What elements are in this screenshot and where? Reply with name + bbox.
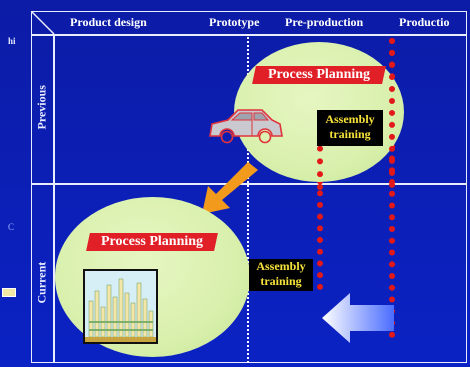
- previous-assembly-training: Assembly training: [317, 110, 383, 146]
- previous-assembly-line1: Assembly: [325, 112, 375, 126]
- column-product-design: Product design: [70, 15, 147, 29]
- column-pre-production: Pre-production: [285, 15, 364, 29]
- current-assembly-line1: Assembly: [256, 259, 306, 273]
- prototype-divider: [247, 34, 249, 363]
- production-divider: [389, 38, 395, 338]
- left-fragment-letter: C: [8, 222, 15, 232]
- current-process-planning: Process Planning: [86, 233, 218, 251]
- column-prototype: Prototype: [209, 15, 260, 29]
- pre-production-divider-overlay: [317, 120, 323, 190]
- row-previous: Previous: [34, 85, 49, 130]
- pre-production-divider: [317, 120, 323, 290]
- arrow-down-left-icon: [202, 162, 258, 214]
- row-header-divider: [53, 34, 55, 363]
- header-diagonal: [31, 11, 55, 35]
- previous-assembly-line2: training: [329, 127, 371, 141]
- row-current: Current: [34, 261, 49, 304]
- current-assembly-training: Assembly training: [249, 259, 313, 291]
- row-divider: [31, 183, 467, 185]
- diagram-frame: [31, 11, 467, 363]
- previous-process-planning: Process Planning: [252, 66, 386, 84]
- left-fragment-box: [2, 288, 16, 297]
- production-divider-overlay: [389, 38, 395, 188]
- left-fragment-text: hi: [8, 36, 16, 46]
- car-wireframe-icon: [209, 109, 283, 144]
- bar-chart-thumbnail-icon: [83, 269, 158, 344]
- column-production: Productio: [399, 15, 450, 29]
- arrow-left-icon: [322, 293, 394, 343]
- header-divider: [31, 34, 467, 36]
- current-assembly-line2: training: [260, 274, 302, 288]
